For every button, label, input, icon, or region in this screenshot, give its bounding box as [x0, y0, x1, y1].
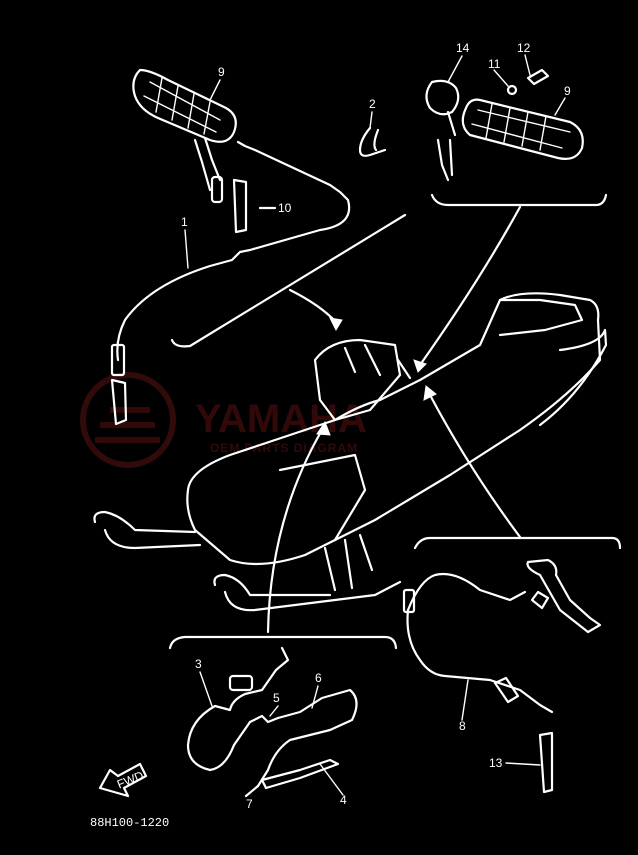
throttle-cable-top	[236, 140, 332, 187]
left-ski-tip	[93, 510, 197, 534]
leader-lines	[266, 205, 522, 634]
callout-14: 14	[456, 41, 470, 55]
arrow-left	[329, 317, 343, 332]
leader-right	[418, 205, 522, 367]
left-ski-bottom	[103, 528, 202, 550]
part-brake-cable	[402, 558, 602, 794]
bracket-left-upper	[170, 213, 407, 348]
fwd-label: FWD	[115, 768, 146, 791]
arrow-right	[413, 359, 427, 373]
part-choke-cable	[186, 646, 358, 798]
arrow-lower-left	[316, 420, 331, 436]
part-13-bolt	[538, 731, 554, 794]
callout-11: 11	[488, 57, 501, 71]
cowl-windshield	[313, 338, 402, 422]
snowmobile-body	[186, 292, 602, 566]
callout-8: 8	[459, 719, 466, 733]
snowmobile-drawing	[93, 292, 608, 612]
callout-2: 2	[369, 97, 376, 111]
leader-lower-left	[266, 428, 324, 634]
part-4-clip	[260, 758, 340, 790]
callout-1: 1	[181, 215, 188, 229]
right-ski-tip	[213, 573, 332, 597]
callout-labels: 1 2 3 4 5 6 7 8 9 9 10 11 12 13 14	[181, 41, 571, 811]
callout-4: 4	[340, 793, 347, 807]
group-brackets	[168, 193, 622, 650]
fwd-arrow-icon: FWD	[98, 762, 148, 798]
callout-5: 5	[273, 691, 280, 705]
callout-9-right: 9	[564, 84, 571, 98]
hood-panel	[278, 453, 367, 542]
part-throttle-cable	[110, 248, 252, 426]
ski-spindle	[323, 533, 374, 592]
handlebar-lines	[343, 343, 412, 380]
rear-bumper	[538, 328, 608, 427]
part-7-leader	[244, 784, 260, 798]
part-grip-right	[425, 68, 584, 182]
part-12-screw	[526, 68, 550, 86]
part-11-washer	[506, 84, 518, 96]
diagram-code: 88H100-1220	[90, 816, 169, 830]
part-3-cable	[186, 646, 290, 772]
part-6-cable	[256, 688, 358, 788]
part-hook	[358, 126, 387, 157]
right-ski-bottom	[223, 580, 402, 612]
part-5-nut	[248, 714, 280, 724]
callout-9-left: 9	[218, 65, 225, 79]
watermark: YAMAHA OEM PARTS DIAGRAM	[80, 372, 367, 468]
leader-lower-right	[428, 393, 522, 539]
callout-13: 13	[489, 756, 503, 770]
part-14-cap	[425, 79, 460, 116]
leader-left	[288, 288, 338, 324]
part-grip-left	[132, 68, 351, 252]
watermark-subtext: OEM PARTS DIAGRAM	[210, 441, 358, 455]
callout-6: 6	[315, 671, 322, 685]
callout-7: 7	[246, 797, 253, 811]
callout-leaders	[184, 54, 566, 796]
callout-12: 12	[517, 41, 531, 55]
callout-3: 3	[195, 657, 202, 671]
part-lever	[526, 558, 602, 634]
arrow-lower-right	[423, 385, 437, 401]
bracket-right-upper	[430, 193, 608, 207]
callout-10: 10	[278, 201, 292, 215]
bracket-lower-right	[413, 536, 622, 550]
seat	[498, 298, 584, 337]
bracket-lower-left	[168, 635, 398, 650]
